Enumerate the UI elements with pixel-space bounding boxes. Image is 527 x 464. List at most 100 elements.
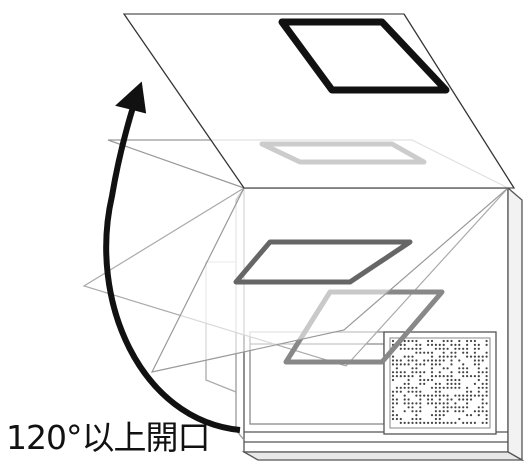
grille-dot bbox=[391, 402, 395, 405]
grille-dot bbox=[442, 386, 445, 389]
grille-dot bbox=[411, 355, 414, 358]
grille-dot bbox=[415, 414, 418, 417]
grille-dot bbox=[419, 406, 422, 409]
grille-dot bbox=[466, 367, 469, 370]
grille-dot bbox=[438, 390, 441, 393]
grille-dot bbox=[391, 390, 395, 393]
grille-dot bbox=[438, 398, 441, 401]
grille-dot bbox=[419, 417, 422, 421]
grille-dot bbox=[427, 339, 430, 343]
grille-dot bbox=[454, 343, 457, 346]
grille-dot bbox=[399, 421, 402, 424]
grille-dot bbox=[434, 414, 437, 417]
grille-dot bbox=[473, 339, 476, 343]
grille-dot bbox=[485, 378, 488, 382]
grille-dot bbox=[485, 351, 488, 354]
grille-dot bbox=[485, 382, 488, 385]
grille-dot bbox=[415, 390, 418, 393]
grille-dot bbox=[434, 394, 437, 397]
grille-dot bbox=[438, 355, 441, 358]
grille-dot bbox=[395, 390, 398, 393]
grille-dot bbox=[430, 378, 434, 382]
grille-dot bbox=[407, 347, 410, 350]
grille-dot bbox=[415, 402, 418, 405]
grille-dot bbox=[477, 367, 480, 370]
grille-dot bbox=[411, 359, 414, 362]
grille-dot bbox=[450, 339, 453, 343]
grille-dot bbox=[473, 421, 476, 424]
grille-dot bbox=[423, 363, 426, 366]
grille-dot bbox=[411, 390, 414, 393]
grille-dot bbox=[395, 367, 398, 370]
grille-dot bbox=[419, 363, 422, 366]
grille-dot bbox=[403, 339, 406, 343]
grille-dot bbox=[395, 386, 398, 389]
grille-dot bbox=[419, 375, 422, 378]
grille-dot bbox=[430, 394, 434, 397]
grille-dot bbox=[415, 371, 418, 374]
grille-dot bbox=[399, 375, 402, 378]
grille-dot bbox=[458, 417, 461, 421]
grille-dot bbox=[415, 347, 418, 350]
grille-dot bbox=[391, 394, 395, 397]
grille-dot bbox=[430, 421, 434, 424]
grille-dot bbox=[477, 347, 480, 350]
grille-dot bbox=[485, 417, 488, 421]
grille-dot bbox=[454, 410, 457, 413]
grille-dot bbox=[427, 343, 430, 346]
grille-dot bbox=[466, 347, 469, 350]
grille-dot bbox=[442, 351, 445, 354]
grille-dot bbox=[427, 402, 430, 405]
grille-dot bbox=[473, 359, 476, 362]
grille-dot bbox=[446, 378, 449, 382]
grille-dot bbox=[454, 402, 457, 405]
grille-dot bbox=[415, 359, 418, 362]
grille-dot bbox=[485, 386, 488, 389]
grille-dot bbox=[477, 406, 480, 409]
grille-dot bbox=[399, 371, 402, 374]
grille-dot bbox=[450, 355, 453, 358]
grille-dot bbox=[411, 339, 414, 343]
grille-dot bbox=[466, 339, 469, 343]
grille-dot bbox=[458, 398, 461, 401]
grille-dot bbox=[462, 375, 465, 378]
grille-dot bbox=[466, 406, 469, 409]
grille-dot bbox=[391, 378, 395, 382]
grille-dot bbox=[462, 406, 465, 409]
grille-dot bbox=[462, 410, 465, 413]
grille-dot bbox=[411, 347, 414, 350]
grille-dot bbox=[462, 398, 465, 401]
grille-dot bbox=[395, 398, 398, 401]
opening-angle-caption: 120°以上開口 bbox=[6, 418, 210, 457]
grille-dot bbox=[419, 378, 422, 382]
grille-dot bbox=[403, 402, 406, 405]
grille-dot bbox=[446, 375, 449, 378]
grille-dot bbox=[477, 410, 480, 413]
grille-dot bbox=[450, 359, 453, 362]
grille-dot bbox=[407, 363, 410, 366]
grille-dot bbox=[415, 417, 418, 421]
grille-dot bbox=[485, 355, 488, 358]
grille-dot bbox=[399, 363, 402, 366]
grille-dot bbox=[477, 371, 480, 374]
grille-dot bbox=[466, 355, 469, 358]
grille-dot bbox=[442, 355, 445, 358]
grille-dot bbox=[466, 394, 469, 397]
grille-dot bbox=[423, 378, 426, 382]
grille-dot bbox=[458, 347, 461, 350]
grille-dot bbox=[442, 414, 445, 417]
grille-dot bbox=[469, 421, 473, 424]
grille-dot bbox=[403, 421, 406, 424]
grille-dot bbox=[469, 414, 473, 417]
grille-dot bbox=[477, 390, 480, 393]
grille-dot bbox=[438, 375, 441, 378]
grille-dot bbox=[446, 339, 449, 343]
grille-dot bbox=[442, 359, 445, 362]
grille-dot bbox=[430, 398, 434, 401]
grille-dot bbox=[419, 410, 422, 413]
grille-dot bbox=[434, 382, 437, 385]
grille-dot bbox=[442, 402, 445, 405]
grille-dot bbox=[485, 410, 488, 413]
grille-dot bbox=[442, 375, 445, 378]
grille-dot bbox=[430, 386, 434, 389]
